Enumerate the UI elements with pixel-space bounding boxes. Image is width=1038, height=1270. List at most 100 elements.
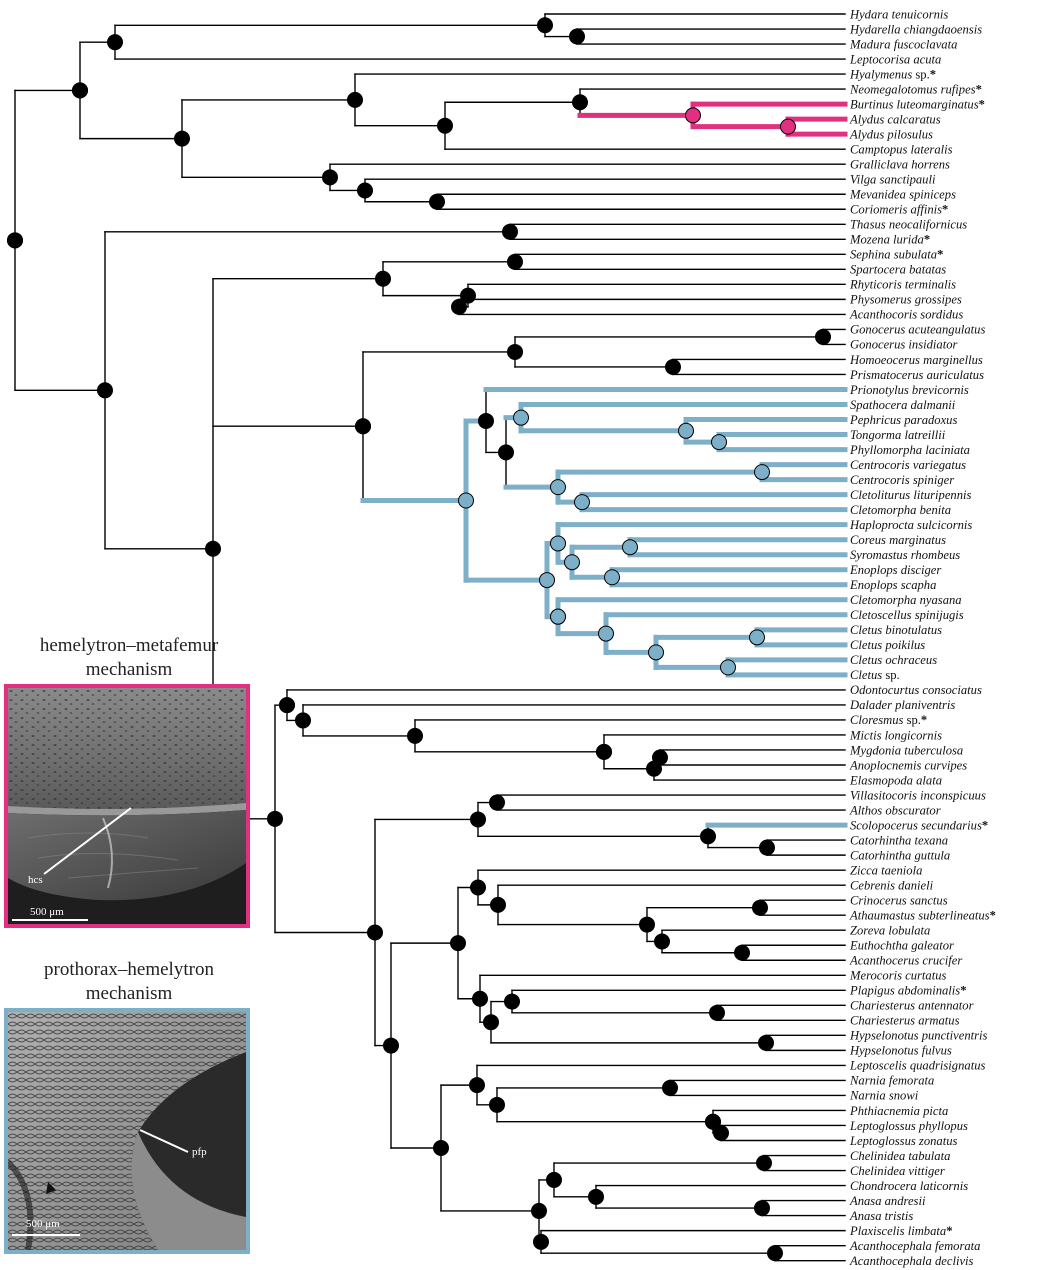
tree-node-marker <box>756 1155 772 1172</box>
taxon-label: Vilga sanctipauli <box>850 173 936 187</box>
tree-node-marker <box>780 118 796 135</box>
tree-node-marker <box>759 839 775 856</box>
taxon-label: Hydara tenuicornis <box>849 7 948 21</box>
taxon-label: Chelinidea tabulata <box>850 1149 950 1163</box>
taxon-label: Acanthocoris sordidus <box>849 308 963 322</box>
taxon-label: Enoplops scapha <box>849 578 936 592</box>
tree-node-marker <box>407 727 423 744</box>
tree-node-marker <box>490 896 506 913</box>
tree-node-marker <box>489 794 505 811</box>
taxon-label: Cletus sp. <box>850 668 900 682</box>
tree-node-marker <box>450 935 466 952</box>
tree-node-marker <box>711 434 727 451</box>
taxon-label: Madura fuscoclavata <box>849 37 957 51</box>
taxon-label: Cebrenis danieli <box>850 878 934 892</box>
taxon-label: Chondrocera laticornis <box>850 1179 968 1193</box>
tree-node-marker <box>504 993 520 1010</box>
taxon-label: Mozena lurida* <box>849 233 930 247</box>
tree-node-marker <box>472 990 488 1007</box>
taxon-label: Narnia snowi <box>849 1089 919 1103</box>
taxon-label: Acanthocephala declivis <box>849 1254 974 1268</box>
tree-node-marker <box>478 412 494 429</box>
tree-node-marker <box>754 1200 770 1217</box>
taxon-label: Plapigus abdominalis* <box>849 984 967 998</box>
taxon-label: Gonocerus insidiator <box>850 338 957 352</box>
tree-node-marker <box>205 540 221 557</box>
taxon-label: Anoplocnemis curvipes <box>849 758 967 772</box>
taxon-label: Hypselonotus fulvus <box>849 1044 952 1058</box>
taxon-label: Dalader planiventris <box>849 698 955 712</box>
taxon-label: Gonocerus acuteangulatus <box>850 323 985 337</box>
taxon-label: Merocoris curtatus <box>849 969 947 983</box>
taxon-label: Pephricus paradoxus <box>849 413 957 427</box>
taxon-label: Leptoglossus phyllopus <box>849 1119 968 1133</box>
taxon-label: Chariesterus armatus <box>850 1014 960 1028</box>
tree-node-marker <box>662 1079 678 1096</box>
tree-node-marker <box>451 298 467 315</box>
tree-node-marker <box>700 828 716 845</box>
taxon-label: Leptoglossus zonatus <box>849 1134 958 1148</box>
taxon-label: Phyllomorpha laciniata <box>849 443 970 457</box>
taxon-label: Centrocoris variegatus <box>850 458 966 472</box>
taxon-label: Acanthocerus crucifer <box>849 954 962 968</box>
tree-node-marker <box>539 572 555 589</box>
tree-node-marker <box>470 879 486 896</box>
tree-node-marker <box>107 34 123 51</box>
tree-node-marker <box>550 608 566 625</box>
taxon-label: Zoreva lobulata <box>850 924 930 938</box>
taxon-label: Mevanidea spiniceps <box>849 188 956 202</box>
taxon-label: Cletomorpha benita <box>850 503 951 517</box>
taxon-label: Althos obscurator <box>849 803 941 817</box>
tree-node-marker <box>367 924 383 941</box>
taxon-label: Cletoscellus spinijugis <box>850 608 964 622</box>
tree-node-marker <box>355 418 371 435</box>
hcs-label: hcs <box>28 874 43 886</box>
tree-node-marker <box>279 697 295 714</box>
taxon-label: Gralliclava horrens <box>850 158 950 172</box>
taxon-label: Elasmopoda alata <box>849 773 942 787</box>
tree-nodes <box>7 17 831 1262</box>
tree-node-marker <box>7 232 23 249</box>
taxon-label: Burtinus luteomarginatus* <box>850 97 985 111</box>
taxon-label: Chelinidea vittiger <box>850 1164 945 1178</box>
tree-node-marker <box>502 223 518 240</box>
tree-node-marker <box>507 253 523 270</box>
hemelytron-metafemur-caption: hemelytron–metafemur mechanism <box>0 634 258 682</box>
tree-node-marker <box>767 1245 783 1262</box>
tree-node-marker <box>564 554 580 571</box>
taxon-label: Leptoscelis quadrisignatus <box>849 1059 985 1073</box>
taxon-label: Euthochtha galeator <box>849 939 954 953</box>
tree-node-marker <box>375 270 391 287</box>
tree-node-marker <box>652 749 668 766</box>
taxon-label: Cletomorpha nyasana <box>850 593 962 607</box>
hemelytron-metafemur-sem-image: hcs 500 μm <box>4 684 250 928</box>
tree-node-marker <box>758 1034 774 1051</box>
tree-node-marker <box>322 169 338 186</box>
taxon-label: Spartocera batatas <box>850 263 946 277</box>
tree-node-marker <box>639 916 655 933</box>
tree-node-marker <box>469 1077 485 1094</box>
scale-bar <box>12 919 88 921</box>
tree-node-marker <box>713 1124 729 1141</box>
taxon-label: Acanthocephala femorata <box>849 1239 980 1253</box>
taxon-label: Anasa tristis <box>849 1209 913 1223</box>
tree-node-marker <box>267 810 283 827</box>
taxon-label: Chariesterus antennator <box>850 999 974 1013</box>
tree-node-marker <box>97 382 113 399</box>
taxon-label: Spathocera dalmanii <box>850 398 956 412</box>
tree-node-marker <box>295 712 311 729</box>
tree-node-marker <box>754 464 770 481</box>
tree-node-marker <box>383 1037 399 1054</box>
taxon-label: Neomegalotomus rufipes* <box>849 82 982 96</box>
tree-node-marker <box>437 117 453 134</box>
tree-node-marker <box>72 82 88 99</box>
taxon-label: Sephina subulata* <box>850 248 943 262</box>
taxon-label: Hydarella chiangdaoensis <box>849 22 982 36</box>
tree-node-marker <box>513 409 529 426</box>
taxon-label: Cletus ochraceus <box>850 653 937 667</box>
tree-node-marker <box>498 444 514 461</box>
taxon-label: Leptocorisa acuta <box>849 52 941 66</box>
tree-node-marker <box>648 644 664 661</box>
taxon-label: Scolopocerus secundarius* <box>850 818 988 832</box>
